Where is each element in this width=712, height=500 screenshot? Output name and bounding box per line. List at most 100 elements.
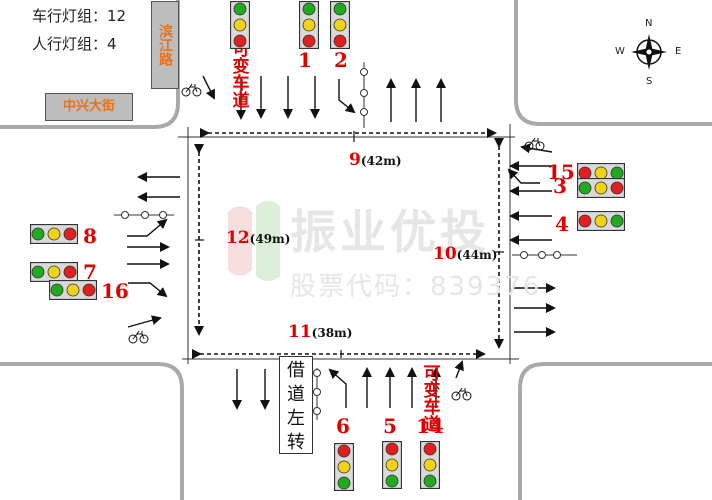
bicycle-icons [128,83,545,401]
signal-label-6: 6 [336,414,350,438]
signal-label-14: 14 [416,414,444,438]
signal-lamp [333,34,347,48]
watermark-logo-green [256,201,280,281]
signal-lamp [233,2,247,16]
signal-head-svg [29,261,79,283]
signal-head-15 [576,162,626,187]
bike-wheel [128,334,138,344]
ped-light-south-lamp [313,369,321,377]
crosswalk-lines [192,128,504,359]
road-sign-binjiang-text: 滨江路 [157,24,173,66]
signal-label-16: 16 [101,279,129,303]
watermark-logo [228,201,280,281]
bike-wheel [451,391,461,401]
ped-light-east-lamp [520,251,528,259]
signal-head-5 [381,440,403,493]
bicycle-icon-east [524,137,545,151]
arrow-bike-north [202,75,215,100]
signal-label-7: 7 [83,260,97,284]
bike-wheel [524,141,534,151]
signal-head-2 [329,0,351,53]
signal-lamp [385,474,399,488]
signal-lamp [385,458,399,472]
bicycle-icon-west [128,330,149,344]
signal-head-8 [29,223,79,248]
arrow-turn-eastbound [127,218,168,237]
compass-icon [631,34,667,70]
crosswalk-label-west: 12(49m) [226,228,291,248]
signal-head-svg [576,210,626,232]
arrow-westbound-bike [520,143,553,154]
signal-label-2: 2 [334,48,348,72]
signal-label-3: 3 [553,174,567,198]
ped-light-north-lamp [360,108,368,116]
signal-lamp [31,265,45,279]
bike-frame [528,137,541,147]
signal-head-svg [576,177,626,199]
signal-head-svg [48,279,98,301]
curb-corner [514,0,712,126]
signal-head-4 [576,210,626,235]
signal-lamp [578,181,592,195]
signal-lamp [302,18,316,32]
ped-light-south-lamp [313,388,321,396]
bicycle-icon-north [181,83,202,97]
signal-lamp [47,227,61,241]
signal-lamp [333,18,347,32]
compass-label-w: W [615,46,625,57]
arrow-turn-westbound [507,168,540,184]
vehicle-group-count: 车行灯组：12 [32,7,127,25]
bike-wheel [462,391,472,401]
lane-arrows [127,75,556,410]
signal-lamp [66,283,80,297]
arrow-turn-right-eastbound [128,282,168,298]
curb-corner [0,0,180,129]
signal-lamp [337,476,351,490]
signal-head-svg [576,162,626,184]
signal-lamp [50,283,64,297]
signal-lamp [594,181,608,195]
signal-lamp [233,18,247,32]
signal-head-svg [333,442,355,492]
bike-wheel [192,87,202,97]
arrow-turn-southbound [338,79,356,114]
signal-head-14 [419,440,441,493]
crosswalk-label-south: 11(38m) [288,322,353,342]
signal-lamp [47,265,61,279]
pedestrian-lights [114,62,577,420]
signal-head-top-left [229,0,251,53]
signal-lamp [385,442,399,456]
watermark-sub: 股票代码：839376 [290,272,542,302]
bike-wheel [535,141,545,151]
bike-wheel [139,334,149,344]
signal-head-svg [229,0,251,50]
signal-lamp [233,34,247,48]
bike-frame [132,330,145,340]
ped-light-east-lamp [538,251,546,259]
signal-lamp [82,283,96,297]
arrow-borrow-left [328,368,347,408]
compass-center [646,49,652,55]
signal-head-svg [329,0,351,50]
signal-lamp [31,227,45,241]
signal-lamp [63,227,77,241]
signal-lamp [333,2,347,16]
ped-light-north-lamp [360,89,368,97]
signal-lamp [423,442,437,456]
signal-label-8: 8 [83,224,97,248]
bicycle-icon-south [451,387,472,401]
road-sign-zhongxing: 中兴大街 [45,93,133,121]
watermark-main: 振业优投 [290,205,490,259]
signal-lamp [610,214,624,228]
compass-label-n: N [645,18,653,29]
arrow-bike-south [454,360,464,379]
signal-lamp [578,214,592,228]
signal-lamp [63,265,77,279]
signal-lamp [337,460,351,474]
signal-label-1: 1 [298,48,312,72]
road-sign-binjiang: 滨江路 [151,1,179,89]
signal-lamp [337,444,351,458]
